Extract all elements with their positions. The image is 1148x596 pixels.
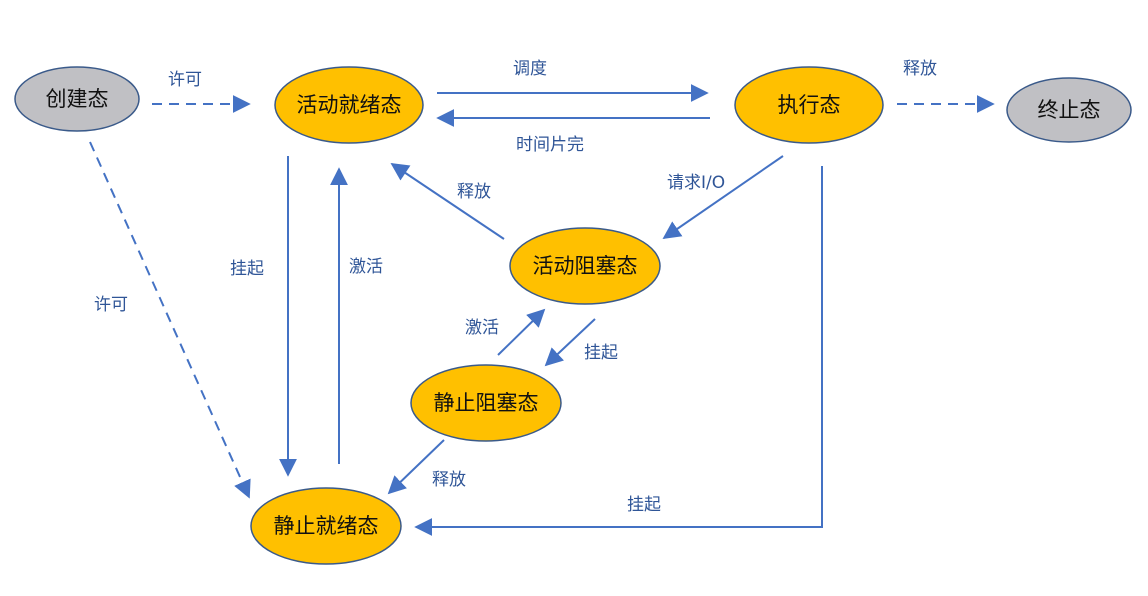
edge-release-to-static-ready (387, 439, 445, 495)
edge-activate-static-blocked (497, 308, 546, 356)
label-release-to-static-ready: 释放 (432, 470, 466, 490)
label-create-to-active-ready: 许可 (168, 70, 202, 90)
node-static-ready: 静止就绪态 (250, 487, 402, 565)
label-create-to-static-ready: 许可 (94, 295, 128, 315)
node-terminated-label: 终止态 (1038, 98, 1101, 122)
edge-release-to-active-ready (390, 162, 505, 240)
edge-create-to-static-ready (89, 141, 251, 499)
node-running-label: 执行态 (778, 93, 841, 117)
node-static-ready-label: 静止就绪态 (274, 514, 379, 538)
edges (89, 84, 995, 536)
label-suspend-active-blocked: 挂起 (584, 343, 618, 363)
edge-suspend-active-blocked (544, 318, 596, 367)
node-create: 创建态 (14, 66, 140, 132)
edge-request-io (662, 155, 784, 240)
label-suspend-running: 挂起 (627, 495, 661, 515)
label-activate-static-blocked: 激活 (465, 318, 499, 338)
edge-labels: 许可 许可 调度 时间片完 释放 请求I/O 释放 挂起 激活 激活 挂起 释放… (94, 59, 937, 515)
edge-suspend-running (414, 166, 823, 536)
node-active-blocked-label: 活动阻塞态 (533, 254, 638, 278)
label-dispatch: 调度 (513, 59, 547, 79)
node-active-ready: 活动就绪态 (274, 66, 424, 144)
node-static-blocked-label: 静止阻塞态 (434, 391, 539, 415)
node-create-label: 创建态 (46, 87, 109, 111)
node-static-blocked: 静止阻塞态 (410, 364, 562, 442)
label-time-slice-done: 时间片完 (516, 135, 584, 155)
label-suspend-active-ready: 挂起 (230, 259, 264, 279)
node-active-blocked: 活动阻塞态 (509, 227, 661, 305)
node-active-ready-label: 活动就绪态 (297, 93, 402, 117)
node-running: 执行态 (734, 66, 884, 144)
label-release-to-active-ready: 释放 (457, 182, 491, 202)
label-activate-static-ready: 激活 (349, 257, 383, 277)
node-terminated: 终止态 (1006, 77, 1132, 143)
label-request-io: 请求I/O (667, 173, 725, 193)
label-release-terminate: 释放 (903, 59, 937, 79)
